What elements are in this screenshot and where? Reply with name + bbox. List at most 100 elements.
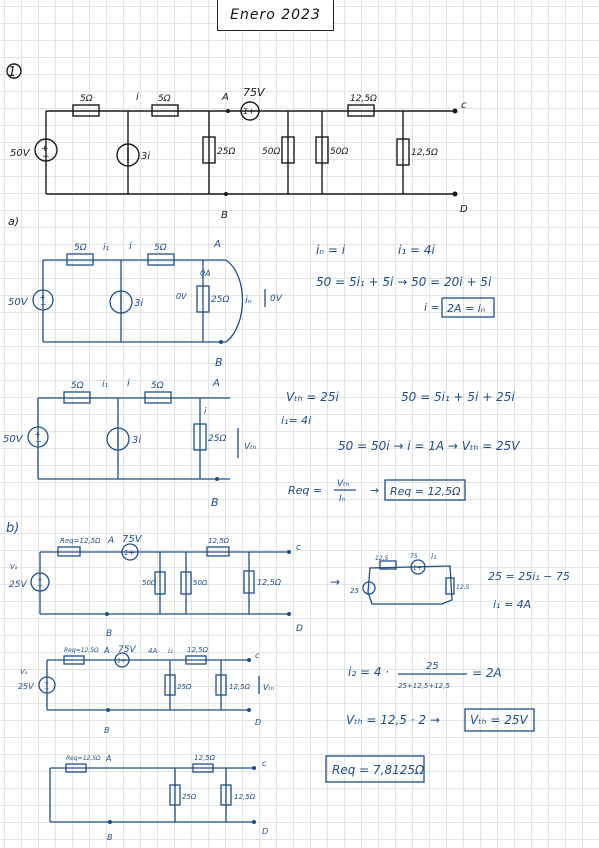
svg-text:i₁: i₁ xyxy=(431,552,436,561)
svg-text:= 2A: = 2A xyxy=(472,666,502,680)
equations-thevenin: Vₜₕ = 25i 50 = 5i₁ + 5i + 25i i₁= 4i 50 … xyxy=(281,390,520,504)
svg-text:c: c xyxy=(262,759,267,768)
circuit-norton: +− 50V 5Ω i₁ 3i i 5Ω A 25Ω 0A 0V iₙ 0V B xyxy=(8,239,283,369)
svg-text:75V: 75V xyxy=(122,534,143,545)
svg-text:A: A xyxy=(105,754,111,763)
svg-text:5Ω: 5Ω xyxy=(151,381,164,391)
svg-text:75V: 75V xyxy=(118,645,136,655)
svg-text:3i: 3i xyxy=(134,298,143,309)
voltage-source-50v xyxy=(34,138,58,162)
svg-text:12,5Ω: 12,5Ω xyxy=(208,537,230,545)
label-vs1: 50V xyxy=(10,148,31,159)
svg-text:50V: 50V xyxy=(3,434,24,445)
svg-text:B: B xyxy=(215,356,223,369)
svg-text:0V: 0V xyxy=(176,292,187,301)
svg-text:c: c xyxy=(255,651,260,660)
svg-text:i =: i = xyxy=(424,301,440,314)
svg-text:Vₜₕ = 25i: Vₜₕ = 25i xyxy=(286,390,339,404)
label-i: i xyxy=(136,92,139,103)
svg-text:25: 25 xyxy=(426,661,439,672)
svg-text:i: i xyxy=(129,241,132,252)
svg-text:25+12,5+12,5: 25+12,5+12,5 xyxy=(398,682,450,690)
circuit-b-thevenin: +− Vₐ 25V Req=12,5Ω A 1+ 75V 4A i₂ 25Ω 1… xyxy=(18,645,274,735)
svg-text:i₁ = 4A: i₁ = 4A xyxy=(493,598,531,611)
resistor-5ohm-1 xyxy=(72,104,100,117)
svg-text:Vₜₕ: Vₜₕ xyxy=(337,479,350,489)
equations-b: i₂ = 4 · 25 25+12,5+12,5 = 2A Vₜₕ = 12,5… xyxy=(325,661,535,783)
svg-text:B: B xyxy=(106,629,112,639)
svg-text:12,5Ω: 12,5Ω xyxy=(257,578,282,587)
label-dep: 3i xyxy=(141,151,150,162)
svg-text:50V: 50V xyxy=(8,297,29,308)
svg-text:0V: 0V xyxy=(270,294,283,304)
svg-text:25: 25 xyxy=(350,587,359,595)
final-req: Req = 7,8125Ω xyxy=(332,763,425,777)
svg-text:25V: 25V xyxy=(9,580,27,590)
svg-text:1+: 1+ xyxy=(124,549,134,557)
svg-text:Vₜₕ: Vₜₕ xyxy=(263,683,274,692)
svg-text:+: + xyxy=(37,576,43,584)
resistor-25ohm xyxy=(202,136,216,164)
svg-text:0A: 0A xyxy=(200,269,211,278)
svg-text:50 = 5i₁ + 5i → 50 = 20i + 5: 50 = 5i₁ + 5i → 50 = 20i + 5i xyxy=(316,275,492,289)
svg-text:50 = 50i → i = 1A → Vₜₕ =: 50 = 50i → i = 1A → Vₜₕ = 25V xyxy=(338,439,520,453)
svg-text:4A: 4A xyxy=(148,647,157,655)
svg-text:25Ω: 25Ω xyxy=(177,683,192,691)
svg-text:12,5: 12,5 xyxy=(375,555,389,562)
svg-text:+: + xyxy=(44,680,49,687)
svg-text:Iₙ: Iₙ xyxy=(339,494,346,504)
label-r5: 12,5Ω xyxy=(350,94,377,104)
node-c: c xyxy=(461,100,467,111)
svg-text:−: − xyxy=(35,437,42,446)
circuit-thevenin: +− 50V 5Ω i₁ 3i i 5Ω A 25Ω i Vₜₕ B xyxy=(3,378,257,509)
section-a-label: a) xyxy=(8,215,19,228)
svg-text:i₁: i₁ xyxy=(102,380,109,390)
svg-text:12,5Ω: 12,5Ω xyxy=(194,754,216,762)
svg-text:50 = 5i₁ + 5i + 25i: 50 = 5i₁ + 5i + 25i xyxy=(401,390,515,404)
svg-text:12,5Ω: 12,5Ω xyxy=(234,793,256,801)
svg-text:Vₜₕ = 25V: Vₜₕ = 25V xyxy=(470,713,528,727)
svg-text:A: A xyxy=(107,536,114,546)
svg-text:5Ω: 5Ω xyxy=(154,243,167,253)
svg-text:A: A xyxy=(103,646,109,655)
svg-text:i: i xyxy=(127,378,130,389)
svg-text:25V: 25V xyxy=(18,682,34,691)
svg-text:Vₜₕ = 12,5 · 2 →: Vₜₕ = 12,5 · 2 → xyxy=(346,713,440,727)
svg-text:Req=12,5Ω: Req=12,5Ω xyxy=(66,755,101,762)
label-vs2: 75V xyxy=(243,86,266,99)
problem-number: 1 xyxy=(8,65,16,80)
voltage-source-75v xyxy=(240,101,260,121)
svg-text:−: − xyxy=(37,582,43,590)
svg-text:50Ω: 50Ω xyxy=(193,579,208,587)
svg-text:12,5: 12,5 xyxy=(456,584,470,591)
resistor-12-5ohm-load xyxy=(396,138,410,166)
svg-text:i: i xyxy=(204,407,207,417)
svg-text:12,5Ω: 12,5Ω xyxy=(187,646,209,654)
svg-text:B: B xyxy=(107,833,113,842)
svg-text:i₁: i₁ xyxy=(103,243,110,253)
dependent-source-3i xyxy=(116,143,140,167)
svg-text:+: + xyxy=(39,293,46,302)
label-r1: 5Ω xyxy=(80,94,93,104)
svg-text:2A = iₙ: 2A = iₙ xyxy=(447,302,485,315)
svg-text:5Ω: 5Ω xyxy=(74,243,87,253)
svg-text:1+: 1+ xyxy=(117,658,126,665)
label-r4: 50Ω xyxy=(262,147,280,157)
svg-text:+: + xyxy=(34,430,41,439)
svg-text:A: A xyxy=(213,239,221,250)
svg-text:−: − xyxy=(40,300,47,309)
mini-loop-circuit: → 12,5 1+ 75 i₁ 25 12,5 25 = 25i₁ − 75 i… xyxy=(330,552,570,611)
label-r2: 5Ω xyxy=(158,94,171,104)
label-r6: 50Ω xyxy=(330,147,348,157)
svg-text:→: → xyxy=(370,484,379,497)
label-r3: 25Ω xyxy=(217,147,235,157)
svg-text:D: D xyxy=(296,624,303,634)
node-a: A xyxy=(221,92,229,103)
svg-text:i₂: i₂ xyxy=(168,647,173,655)
section-b-label: b) xyxy=(6,521,19,536)
svg-text:3i: 3i xyxy=(132,435,141,446)
circuit-b-req: Req=12,5Ω A 25Ω 12,5Ω 12,5Ω c D B xyxy=(49,754,268,842)
svg-text:Req=12,5Ω: Req=12,5Ω xyxy=(64,647,99,654)
